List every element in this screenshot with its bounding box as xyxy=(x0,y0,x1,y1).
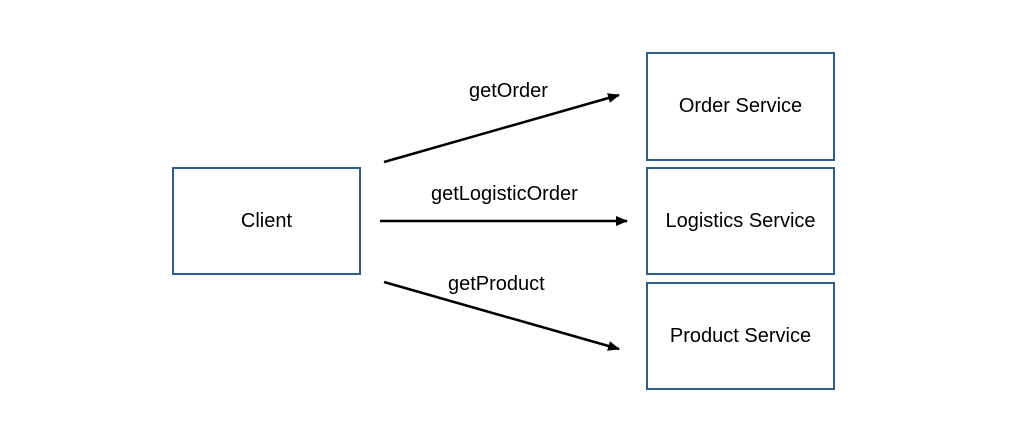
get-order-label: getOrder xyxy=(469,80,548,102)
arrow-get-product xyxy=(383,280,620,351)
client-box: Client xyxy=(172,167,361,275)
product-service-label: Product Service xyxy=(669,324,812,347)
client-label: Client xyxy=(240,209,293,232)
order-service-label: Order Service xyxy=(678,95,803,117)
logistics-service-box: Logistics Service xyxy=(646,167,835,275)
arrow-get-order xyxy=(383,93,620,164)
logistics-service-label: Logistics Service xyxy=(665,209,816,232)
product-service-box: Product Service xyxy=(646,282,835,390)
get-logistic-order-label: getLogisticOrder xyxy=(431,183,578,205)
order-service-box: Order Service xyxy=(646,52,835,161)
get-product-label: getProduct xyxy=(448,273,545,295)
